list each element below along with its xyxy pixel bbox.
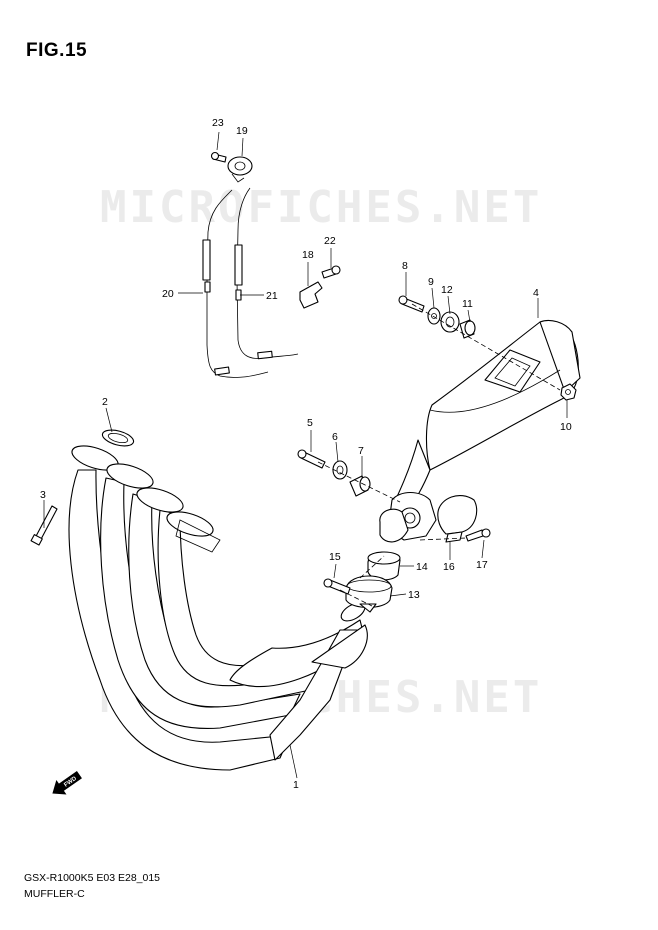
stud-bolt [30,505,58,546]
callout-3: 3 [40,489,46,501]
callout-11: 11 [462,298,473,310]
callout-18: 18 [302,249,314,261]
connector-gasket [367,551,401,581]
callout-6: 6 [332,431,338,443]
callout-2: 2 [102,396,108,408]
callout-17: 17 [476,559,488,571]
callout-5: 5 [307,417,313,429]
callout-9: 9 [428,276,434,288]
bolt-23 [210,151,227,163]
figure-title: FIG.15 [26,40,88,61]
callout-20: 20 [162,288,174,300]
valve-pulley-19 [227,156,253,183]
callout-10: 10 [560,421,572,433]
gasket-ring [101,429,135,447]
watermark-top: MICROFICHES.NET [100,182,542,233]
assembly-lines [317,303,561,607]
bracket-18 [299,281,323,309]
model-code: GSX-R1000K5 E03 E28_015 [24,872,161,884]
spacer-7 [349,475,371,497]
forward-direction-arrow: FWD [52,770,82,795]
exhaust-valve-cable-21 [234,187,299,360]
washer-9 [427,307,441,325]
callout-12: 12 [441,284,453,296]
bolt-5 [297,449,326,469]
callout-1: 1 [293,779,299,791]
section-name: MUFFLER-C [24,888,85,900]
muffler-body [379,319,581,543]
callout-22: 22 [324,235,336,247]
spacer-11 [459,319,476,339]
callout-21: 21 [266,290,278,302]
callout-14: 14 [416,561,428,573]
callout-labels: 1 2 3 4 5 6 7 8 9 10 11 12 13 14 15 16 1… [40,117,572,791]
bolt-22 [321,265,341,279]
bolt-15 [323,578,351,595]
callout-13: 13 [408,589,420,601]
callout-8: 8 [402,260,408,272]
bracket-cover [437,495,478,543]
exhaust-header-pipes [68,445,368,771]
callout-23: 23 [212,117,224,129]
callout-19: 19 [236,125,248,137]
callout-4: 4 [533,287,539,299]
bolt-17 [465,528,491,542]
nut-10 [560,383,577,401]
callout-15: 15 [329,551,341,563]
bolt-8 [398,295,425,313]
callout-7: 7 [358,445,364,457]
leader-lines [43,131,568,779]
callout-16: 16 [443,561,455,573]
exhaust-valve-cable-20 [202,189,269,378]
